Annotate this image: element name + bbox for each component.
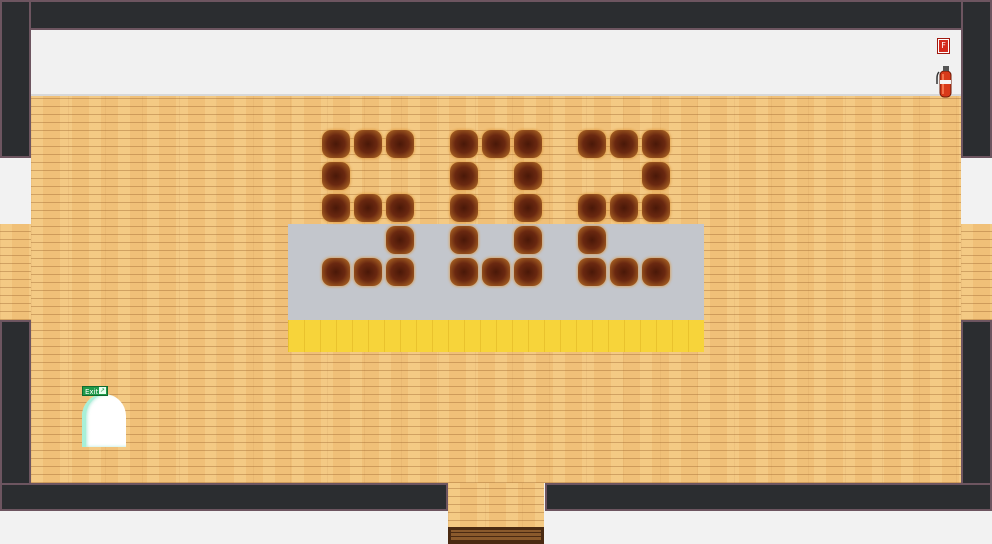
- seat[interactable]: [578, 130, 606, 158]
- seat[interactable]: [450, 194, 478, 222]
- seat[interactable]: [386, 130, 414, 158]
- seat[interactable]: [610, 194, 638, 222]
- seat[interactable]: [322, 194, 350, 222]
- seat[interactable]: [578, 226, 606, 254]
- wall-right-lower: [961, 320, 992, 511]
- wall-bottom-left: [0, 483, 448, 511]
- seat[interactable]: [578, 258, 606, 286]
- seat[interactable]: [450, 130, 478, 158]
- seat[interactable]: [514, 162, 542, 190]
- seat[interactable]: [610, 258, 638, 286]
- seat[interactable]: [354, 194, 382, 222]
- seat[interactable]: [642, 162, 670, 190]
- wall-right-upper: [961, 0, 992, 158]
- floor-right-corridor: [961, 224, 992, 320]
- stage-edge: [288, 320, 704, 352]
- seat[interactable]: [514, 258, 542, 286]
- seat[interactable]: [322, 162, 350, 190]
- fire-extinguisher-icon[interactable]: [934, 64, 952, 98]
- exit-sign-icon: Exit: [82, 386, 108, 396]
- seat[interactable]: [514, 194, 542, 222]
- wall-left-lower: [0, 320, 31, 511]
- seat[interactable]: [514, 130, 542, 158]
- seat[interactable]: [354, 258, 382, 286]
- floor-bottom-corridor: [448, 483, 544, 529]
- seat[interactable]: [450, 258, 478, 286]
- exit-door[interactable]: [82, 394, 126, 447]
- seat[interactable]: [610, 130, 638, 158]
- seat[interactable]: [450, 226, 478, 254]
- stairs-icon[interactable]: [448, 527, 544, 544]
- exit-sign-label: Exit: [85, 388, 99, 396]
- seat[interactable]: [642, 258, 670, 286]
- seat[interactable]: [386, 258, 414, 286]
- wall-top: [0, 0, 992, 30]
- seat[interactable]: [322, 130, 350, 158]
- seat[interactable]: [482, 130, 510, 158]
- wall-bottom-right: [545, 483, 992, 511]
- seat[interactable]: [322, 258, 350, 286]
- fire-alarm-icon[interactable]: F: [937, 38, 950, 54]
- seat[interactable]: [386, 226, 414, 254]
- seat[interactable]: [386, 194, 414, 222]
- wall-left-upper: [0, 0, 31, 158]
- seat[interactable]: [450, 162, 478, 190]
- seat[interactable]: [578, 194, 606, 222]
- seat[interactable]: [514, 226, 542, 254]
- seat[interactable]: [642, 194, 670, 222]
- seat[interactable]: [354, 130, 382, 158]
- floor-left-corridor: [0, 224, 31, 320]
- back-wall-face: [31, 30, 961, 96]
- seat[interactable]: [482, 258, 510, 286]
- exit-arrow-icon: ↗: [99, 387, 106, 394]
- seat[interactable]: [642, 130, 670, 158]
